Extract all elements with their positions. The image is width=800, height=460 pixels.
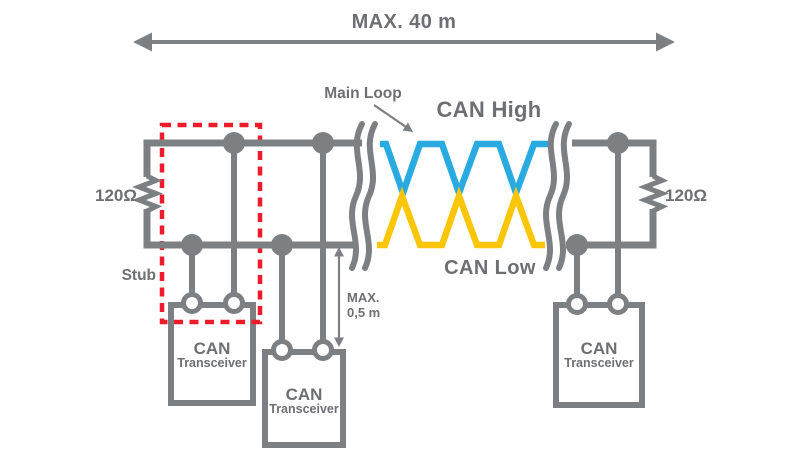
- junction-node: [312, 132, 334, 154]
- can-high-rail-right: [572, 139, 657, 177]
- pin-circle: [223, 292, 245, 314]
- right-resistor-label: 120Ω: [665, 186, 707, 205]
- arrow-left-head-icon: [133, 32, 152, 52]
- pin-circle: [181, 292, 203, 314]
- transceiver-1-title: CAN: [193, 339, 231, 358]
- transceiver-3-title: CAN: [580, 339, 618, 358]
- main-loop-arrow: [373, 104, 413, 132]
- transceiver-2-title: CAN: [285, 385, 323, 404]
- left-resistor-label: 120Ω: [95, 186, 137, 205]
- pin-circle: [271, 339, 293, 361]
- can-high-wire: [380, 140, 551, 203]
- junction-node: [271, 234, 293, 256]
- pin-circle: [312, 339, 334, 361]
- right-terminator-resistor: [637, 173, 670, 214]
- transceiver-3-box: [553, 302, 645, 408]
- main-loop-arrow-head-icon: [402, 122, 413, 132]
- wire-break-mark: [362, 121, 378, 271]
- transceiver-2-box: [262, 349, 346, 448]
- transceiver-2-subtitle: Transceiver: [269, 402, 339, 416]
- can-low-wire: [377, 186, 545, 249]
- junction-node: [181, 234, 203, 256]
- stub-boundary-dashed-box: [159, 122, 263, 325]
- stub-length-label: MAX. 0,5 m: [347, 290, 380, 321]
- arrow-up-head-icon: [334, 247, 344, 257]
- junction-node: [566, 234, 588, 256]
- left-terminator-resistor: [131, 173, 164, 214]
- can-high-rail-left: [143, 139, 362, 177]
- can-low-label: CAN Low: [444, 257, 536, 279]
- junction-node: [223, 132, 245, 154]
- arrow-down-head-icon: [334, 337, 344, 347]
- stub-label: Stub: [121, 267, 156, 284]
- pin-circle: [566, 293, 588, 315]
- wire-break-mark: [556, 121, 572, 271]
- can-high-label: CAN High: [436, 97, 542, 122]
- stub-length-line2: 0,5 m: [347, 305, 381, 321]
- transceiver-1-subtitle: Transceiver: [177, 356, 247, 370]
- wire-break-mark: [349, 121, 365, 271]
- max-40m-arrow: [133, 32, 675, 52]
- pin-circle: [607, 293, 629, 315]
- main-loop-arrow-shaft: [373, 104, 407, 128]
- max-05m-arrow: [334, 247, 344, 347]
- arrow-right-head-icon: [656, 32, 675, 52]
- wire-break-mark: [543, 121, 559, 271]
- bus-length-label: MAX. 40 m: [351, 11, 457, 33]
- transceiver-3-subtitle: Transceiver: [564, 356, 634, 370]
- stub-length-line1: MAX.: [347, 290, 380, 305]
- main-loop-label: Main Loop: [324, 85, 402, 102]
- can-low-rail-right: [566, 209, 657, 249]
- junction-node: [607, 132, 629, 154]
